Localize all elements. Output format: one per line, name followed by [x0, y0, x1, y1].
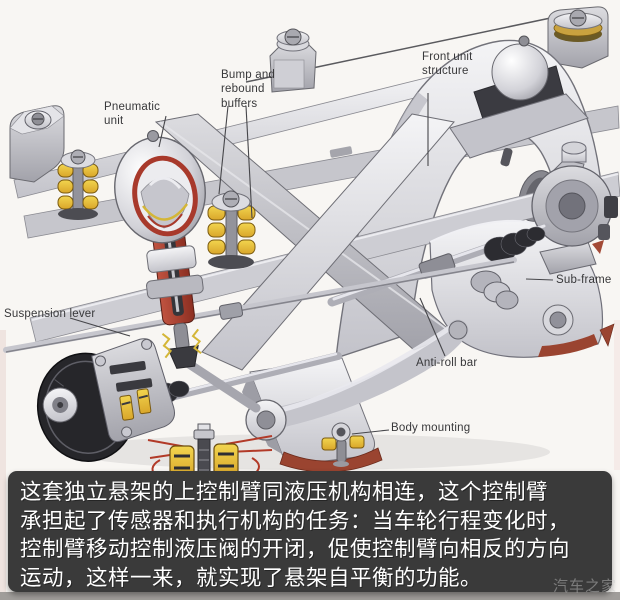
bump-buffer-left [57, 149, 99, 220]
rubber-mount-cutaway [147, 423, 273, 486]
mid-top-bracket [269, 28, 317, 93]
photo-edge-right [614, 320, 620, 470]
label-sub-frame: Sub-frame [556, 274, 612, 286]
photo-bottom-strip [0, 592, 620, 600]
label-pneumatic-unit: Pneumatic unit [104, 101, 161, 128]
brake-assembly [36, 338, 176, 462]
label-front-unit-structure: Front unit structure [422, 51, 473, 78]
label-suspension-lever: Suspension lever [4, 308, 96, 320]
caption-line-2: 承担起了传感器和执行机构的任务：当车轮行程变化时， [20, 508, 571, 533]
leader-lines [69, 93, 554, 435]
label-body-mounting: Body mounting [391, 422, 471, 434]
caption-line-3: 控制臂移动控制液压阀的开闭，促使控制臂向相反的方向 [20, 537, 571, 561]
body-mounting-part [321, 422, 365, 467]
label-bump-rebound-buffers: Bump and rebound buffers [221, 69, 276, 110]
suspension-strut [146, 220, 204, 369]
anti-roll-bar-part [3, 257, 517, 353]
label-anti-roll-bar: Anti-roll bar [416, 357, 478, 369]
bump-buffer-center [207, 190, 256, 269]
watermark-autohome: 汽车之家 [552, 578, 617, 595]
caption-line-1: 这套独立悬架的上控制臂同液压机构相连，这个控制臂 [20, 480, 549, 504]
wheel-hub-right [531, 141, 618, 254]
caption-line-4: 运动，这样一来，就实现了悬架自平衡的功能。 [20, 565, 483, 590]
caption-box: 这套独立悬架的上控制臂同液压机构相连，这个控制臂 承担起了传感器和执行机构的任务… [8, 471, 612, 592]
left-mount-tower [9, 105, 65, 183]
right-mount-tower [547, 6, 609, 69]
photo-edge-left [0, 330, 6, 592]
accumulator-ball [491, 43, 549, 101]
pneumatic-unit-part [114, 130, 206, 244]
